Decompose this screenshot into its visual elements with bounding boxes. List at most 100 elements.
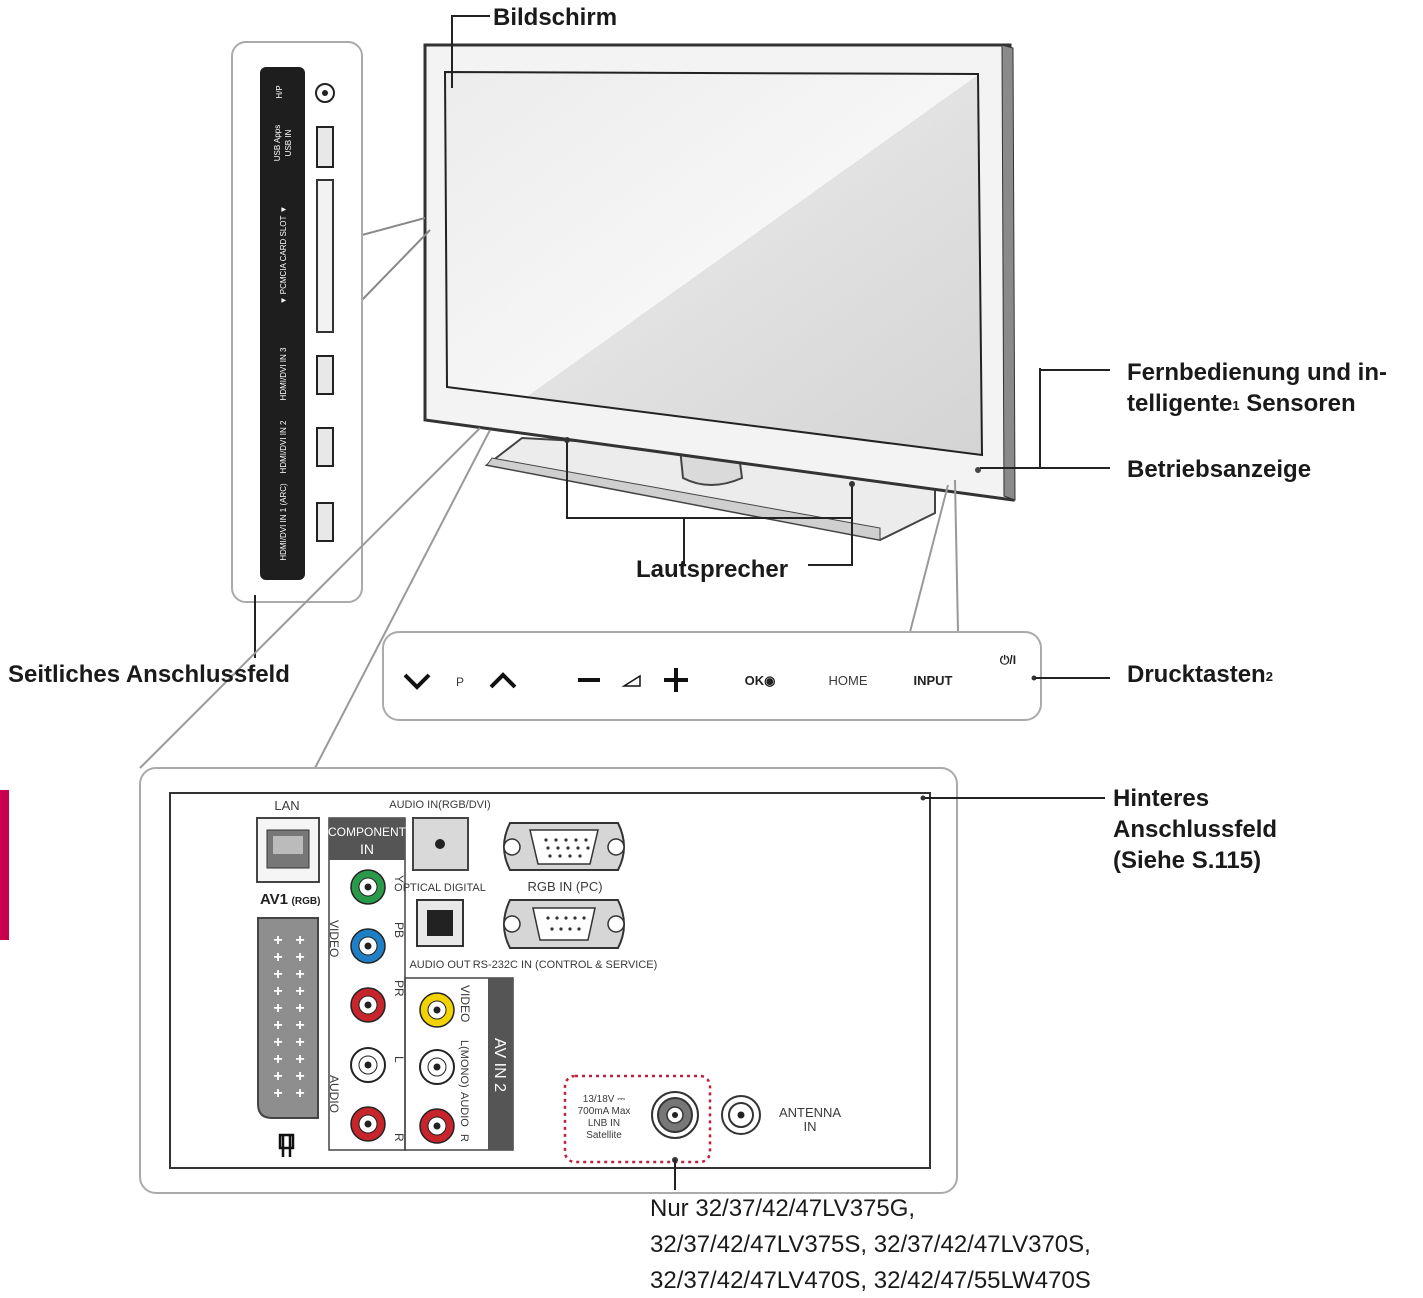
remote-sensor-text: telligente: [1127, 390, 1233, 417]
side-usb-label: USB Apps: [273, 125, 282, 161]
lnb-label-2: 700mA Max: [578, 1106, 631, 1117]
callout-side-panel: Seitliches Anschlussfeld: [8, 661, 290, 688]
svg-text:+: +: [295, 932, 304, 949]
power-led-dot: [975, 467, 981, 473]
callout-speakers: Lautsprecher: [636, 556, 789, 583]
side-panel-callout: H/P USB Apps USB IN ▼ PCMCIA CARD SLOT ▼…: [231, 41, 431, 658]
ground-icon: [278, 1133, 295, 1157]
av1-sub-label: (RGB): [292, 896, 321, 907]
side-hdmi1-label: HDMI/DVI IN 1 (ARC): [279, 483, 288, 561]
side-usb-sub-label: USB IN: [284, 129, 293, 156]
volume-icon: [621, 674, 641, 687]
svg-text:+: +: [273, 1000, 282, 1017]
rear-panel: LAN AV1 (RGB) ++ ++ ++ ++ ++ ++ ++ ++ ++…: [139, 767, 958, 1194]
rgb-in-label: RGB IN (PC): [527, 879, 602, 894]
home-label: HOME: [829, 673, 868, 688]
av2-r-label: R: [458, 1134, 470, 1142]
lan-label: LAN: [274, 798, 299, 813]
side-hdmi2-label: HDMI/DVI IN 2: [279, 420, 288, 473]
model-note-line3: 32/37/42/47LV470S, 32/42/47/55LW470S: [650, 1267, 1091, 1294]
hdmi3-port: [316, 355, 334, 395]
antenna-label-1: ANTENNA: [779, 1105, 841, 1120]
remote-sensor-text-2: Sensoren: [1239, 390, 1356, 417]
video-vertical-label: VIDEO: [327, 920, 341, 957]
jack-av2-audio-r: [419, 1108, 455, 1144]
pcmcia-slot: [316, 179, 334, 333]
buttons-footnote: 2: [1265, 669, 1273, 684]
svg-text:+: +: [273, 1017, 282, 1034]
rgb-in-connector: [503, 822, 625, 871]
r-label: R: [392, 1133, 406, 1142]
component-header: [329, 818, 405, 860]
svg-text:+: +: [273, 1051, 282, 1068]
lnb-label-4: Satellite: [586, 1130, 622, 1141]
svg-text:+: +: [273, 949, 282, 966]
l-label: L: [392, 1056, 406, 1063]
svg-text:+: +: [295, 1085, 304, 1102]
jack-audio-l: [350, 1047, 386, 1083]
svg-text:+: +: [295, 1068, 304, 1085]
svg-text:+: +: [295, 983, 304, 1000]
pb-label: PB: [392, 922, 406, 938]
callout-remote-sensor-line2: telligente1 Sensoren: [1127, 389, 1356, 419]
side-hp-label: H/P: [275, 85, 284, 98]
svg-text:+: +: [273, 932, 282, 949]
model-note-line1: Nur 32/37/42/47LV375G,: [650, 1195, 916, 1222]
component-label-1: COMPONENT: [328, 825, 407, 839]
model-note-line2: 32/37/42/47LV375S, 32/37/42/47LV370S,: [650, 1231, 1091, 1258]
lnb-label-1: 13/18V ⎓: [583, 1094, 625, 1105]
svg-text:+: +: [273, 1068, 282, 1085]
audio-out-label: AUDIO OUT: [409, 959, 470, 971]
prog-up-icon: [489, 672, 517, 689]
jack-audio-r: [350, 1106, 386, 1142]
power-label: ⏻/I: [1000, 653, 1016, 667]
usb-port: [316, 126, 334, 168]
svg-text:+: +: [295, 949, 304, 966]
callout-screen-leader: [451, 15, 490, 88]
ok-label: OK◉: [745, 673, 776, 688]
prog-label: P: [456, 675, 464, 689]
jack-pr: [350, 987, 386, 1023]
av2-video-label: VIDEO: [458, 985, 472, 1022]
rs232-connector: [503, 899, 625, 949]
av-in-2-label: AV IN 2: [491, 1038, 508, 1092]
input-label: INPUT: [914, 673, 953, 688]
callout-power-indicator: Betriebsanzeige: [1127, 456, 1312, 483]
callout-rear-panel-line1: Hinteres: [1113, 785, 1210, 812]
av1-label: AV1: [260, 891, 288, 908]
callout-remote-sensor-line1: Fernbedienung und in-: [1127, 359, 1387, 386]
svg-text:+: +: [273, 1085, 282, 1102]
audio-in-rgb-label: AUDIO IN(RGB/DVI): [389, 799, 490, 811]
page-accent-bar: [0, 790, 9, 940]
callout-rear-panel-line3: (Siehe S.115): [1113, 847, 1262, 874]
optical-label: OPTICAL DIGITAL: [394, 882, 486, 894]
svg-text:+: +: [273, 983, 282, 1000]
audio-vertical-label: AUDIO: [327, 1075, 341, 1113]
tv-illustration: [423, 43, 1016, 542]
side-panel-label-strip: [260, 67, 305, 580]
hdmi2-port: [316, 427, 334, 467]
callout-rear-panel-line2: Anschlussfeld: [1113, 816, 1278, 843]
tv-screen: [443, 70, 984, 457]
jack-av2-mono: [419, 1049, 455, 1085]
buttons-text: Drucktasten: [1127, 661, 1266, 688]
keypad-callout: P OK◉ HOME INPUT ⏻/I: [139, 427, 1042, 769]
rs232-label: RS-232C IN (CONTROL & SERVICE): [473, 959, 658, 971]
antenna-label-2: IN: [804, 1119, 817, 1134]
leader-lines: [566, 368, 1110, 799]
jack-y: [350, 869, 386, 905]
remote-sensor-footnote: 1: [1232, 398, 1240, 413]
pr-label: PR: [392, 980, 406, 997]
component-label-2: IN: [360, 841, 374, 857]
keypad-strip: [382, 631, 1042, 721]
svg-text:+: +: [273, 1034, 282, 1051]
scart-connector: [257, 917, 319, 1119]
y-label: Y: [392, 875, 406, 883]
svg-text:+: +: [295, 1000, 304, 1017]
svg-text:+: +: [295, 966, 304, 983]
jack-pb: [350, 928, 386, 964]
side-hdmi3-label: HDMI/DVI IN 3: [279, 347, 288, 400]
svg-text:+: +: [273, 966, 282, 983]
callout-screen: Bildschirm: [493, 4, 618, 31]
av2-mono-label: L(MONO): [458, 1040, 470, 1088]
